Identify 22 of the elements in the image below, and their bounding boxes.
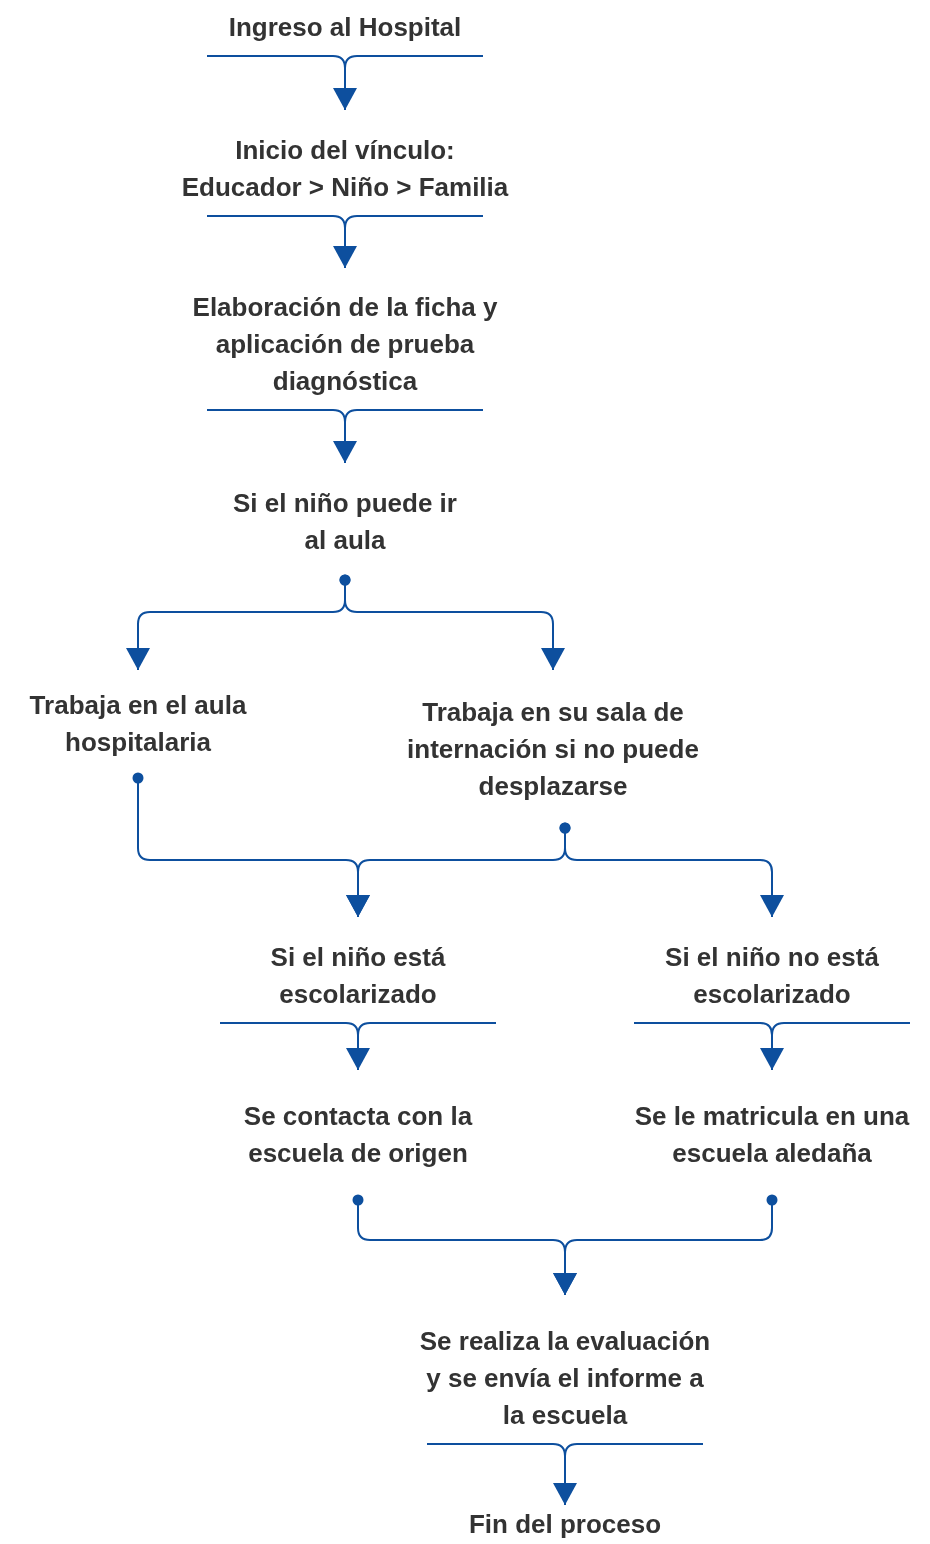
step-label: Elaboración de la ficha y aplicación de prueba diagnóstica xyxy=(191,291,499,398)
arrow xyxy=(633,1022,911,1071)
step-label: Si el niño no está escolarizado xyxy=(664,941,880,1011)
arrow xyxy=(206,215,484,269)
step-label: Trabaja en el aula hospitalaria xyxy=(28,689,248,759)
arrow xyxy=(559,822,784,918)
step-label: Se contacta con la escuela de origen xyxy=(242,1100,474,1170)
step-label: Si el niño está escolarizado xyxy=(269,941,447,1011)
step-label: Se le matricula en una escuela aledaña xyxy=(633,1100,911,1170)
step-label: Se realiza la evaluación y se envía el informe a la escuela xyxy=(418,1325,712,1432)
step-label: Inicio del vínculo: xyxy=(234,134,456,167)
step-label: Educador > Niño > Familia xyxy=(180,171,510,204)
step-label: Trabaja en su sala de internación si no puede desplazarse xyxy=(406,695,700,803)
arrow xyxy=(339,574,565,671)
step-label: Fin del proceso xyxy=(467,1508,663,1541)
arrow xyxy=(206,55,484,111)
arrow xyxy=(219,1022,497,1071)
step-label: Ingreso al Hospital xyxy=(227,11,463,44)
arrow xyxy=(553,1194,778,1296)
step-label: Si el niño puede ir al aula xyxy=(232,486,458,557)
arrow xyxy=(206,409,484,464)
arrow xyxy=(426,1443,704,1506)
